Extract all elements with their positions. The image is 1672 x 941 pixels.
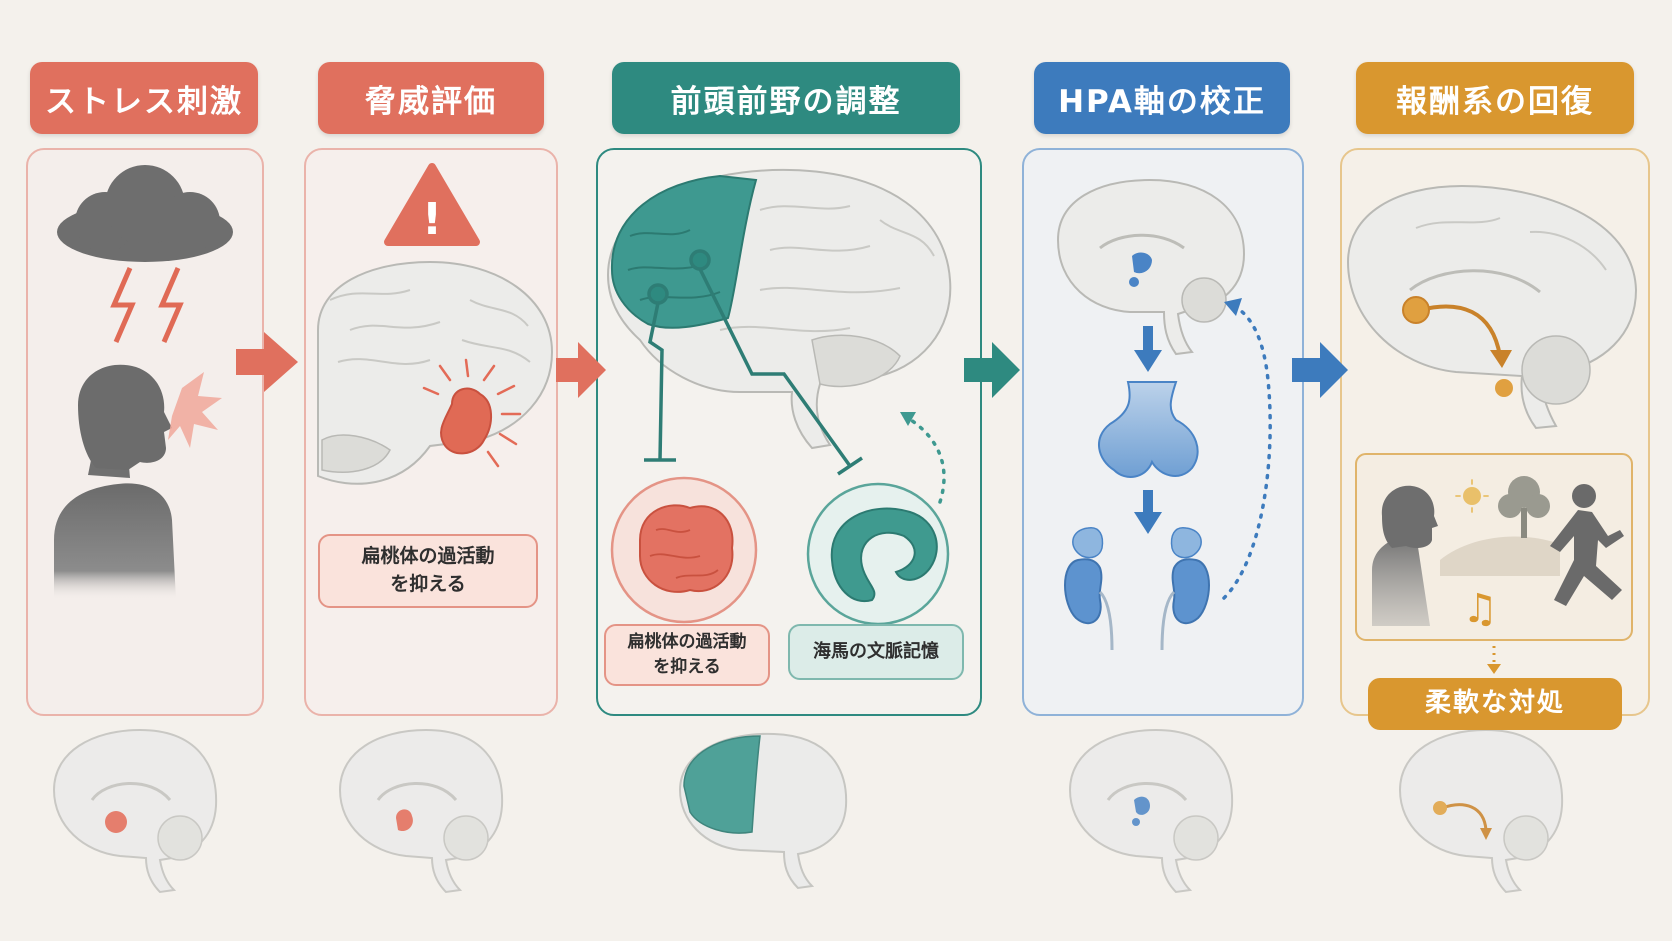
down-arrow-2 (1134, 490, 1162, 534)
feedback-arrowhead (900, 412, 916, 426)
music-note-icon: ♫ (1462, 586, 1498, 632)
header-threat-appraisal: 脅威評価 (318, 62, 544, 134)
header-hpa-calibration: HPA軸の校正 (1034, 62, 1290, 134)
mini-brain-hpa (1068, 728, 1234, 894)
recovery-scene-box: ♫ (1355, 453, 1633, 641)
stressed-person-silhouette (54, 364, 176, 600)
mini-brain-amygdala-2 (338, 728, 504, 894)
label-hippocampus-context-memory: 海馬の文脈記憶 (788, 624, 964, 680)
label-amygdala-suppress-pfc: 扁桃体の過活動 を抑える (604, 624, 770, 686)
arrow-pfc-to-hpa (964, 342, 1020, 398)
brain-illustration-threat (317, 260, 554, 485)
down-arrow-1 (1134, 326, 1162, 372)
label-amygdala-suppress-threat: 扁桃体の過活動 を抑える (318, 534, 538, 608)
brain-illustration-pfc (606, 168, 952, 450)
arrow-hpa-to-reward (1292, 342, 1348, 398)
mini-brain-pfc (678, 732, 848, 890)
hippocampus-circle (806, 482, 950, 626)
header-reward-recovery: 報酬系の回復 (1356, 62, 1634, 134)
warning-icon: ! (384, 163, 480, 246)
mini-brain-reward (1398, 728, 1564, 894)
coping-arrowhead (1487, 664, 1501, 674)
brain-illustration-reward (1346, 184, 1638, 430)
label-flexible-coping: 柔軟な対処 (1368, 678, 1622, 730)
storm-cloud-icon (57, 165, 233, 262)
pituitary-illustration (1097, 381, 1199, 478)
arrow-stress-to-threat (236, 332, 298, 392)
warning-mark: ! (422, 194, 442, 245)
inhibition-pathway-hippocampus (689, 249, 863, 476)
feedback-arrow-hpa (1222, 304, 1272, 600)
brain-illustration-hpa (1056, 178, 1246, 356)
reward-pathway (1402, 296, 1513, 397)
amygdala-highlight (422, 358, 522, 468)
adrenal-kidneys-illustration (1064, 527, 1210, 651)
feedback-arrowhead-hpa (1224, 298, 1242, 316)
header-prefrontal-regulation: 前頭前野の調整 (612, 62, 960, 134)
header-stress-stimulus: ストレス刺激 (30, 62, 258, 134)
mini-brain-amygdala-1 (52, 728, 218, 894)
arrow-threat-to-pfc (556, 342, 606, 398)
runner-icon (1550, 484, 1624, 606)
tree-icon (1498, 476, 1550, 538)
inhibition-pathway-amygdala (644, 283, 676, 462)
sun-icon (1463, 487, 1481, 505)
impact-burst-icon (168, 372, 222, 448)
lightning-bolt-icon (110, 267, 184, 343)
amygdala-circle (610, 476, 758, 624)
feedback-arrow-hippocampus (906, 416, 946, 504)
